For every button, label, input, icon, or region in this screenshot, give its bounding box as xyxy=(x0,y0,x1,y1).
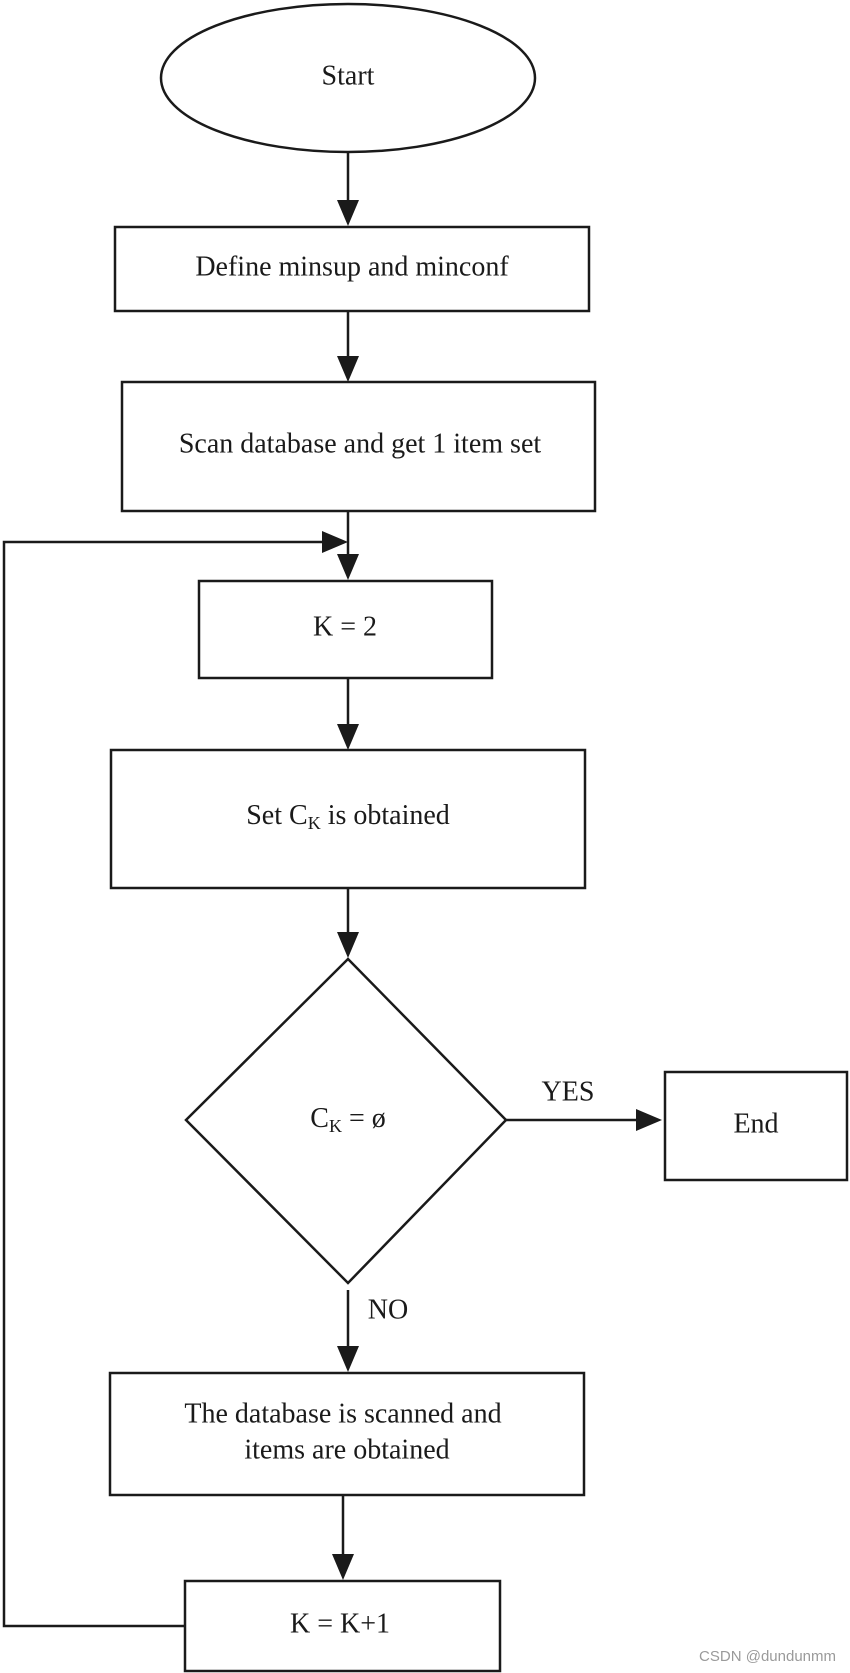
set-ck-node xyxy=(109,748,587,890)
end-node xyxy=(663,1070,849,1182)
decision-label: CK = ø xyxy=(310,1103,385,1136)
decision-label-pre: C xyxy=(310,1103,329,1134)
decision-node xyxy=(184,957,508,1285)
k-init-label: K = 2 xyxy=(313,611,377,642)
scan-db-label-line1: The database is scanned and xyxy=(184,1398,501,1429)
set-ck-label-pre: Set C xyxy=(246,800,307,831)
set-ck-label-post: is obtained xyxy=(321,800,450,831)
k-inc-node xyxy=(183,1579,502,1673)
k-init-node xyxy=(197,579,494,680)
arrowhead-setck-decision xyxy=(337,932,359,958)
k-inc-label: K = K+1 xyxy=(290,1608,390,1639)
decision-label-sub: K xyxy=(329,1116,342,1136)
arrowhead-start-define xyxy=(337,200,359,226)
arrowhead-define-scan xyxy=(337,356,359,382)
end-label: End xyxy=(733,1108,778,1139)
arrowhead-scan-k2 xyxy=(337,554,359,580)
decision-label-post: = ø xyxy=(342,1103,386,1134)
arrowhead-k2-setck xyxy=(337,724,359,750)
define-label: Define minsup and minconf xyxy=(195,251,509,282)
watermark: CSDN @dundunmm xyxy=(699,1648,836,1665)
scan-node xyxy=(120,380,597,513)
arrowhead-scandb-kinc xyxy=(332,1554,354,1580)
yes-label: YES xyxy=(542,1076,595,1107)
set-ck-label: Set CK is obtained xyxy=(246,800,450,833)
arrowhead-yes xyxy=(636,1109,662,1131)
scan-db-label-line2: items are obtained xyxy=(244,1434,449,1465)
start-label: Start xyxy=(322,60,375,91)
set-ck-label-sub: K xyxy=(308,813,321,833)
no-label: NO xyxy=(368,1294,408,1325)
scan-label: Scan database and get 1 item set xyxy=(179,428,542,459)
scan-db-node xyxy=(108,1371,586,1497)
define-node xyxy=(113,225,591,313)
arrowhead-no xyxy=(337,1346,359,1372)
loop-back-arrowhead xyxy=(322,531,348,553)
loop-back-line xyxy=(2,540,326,1628)
